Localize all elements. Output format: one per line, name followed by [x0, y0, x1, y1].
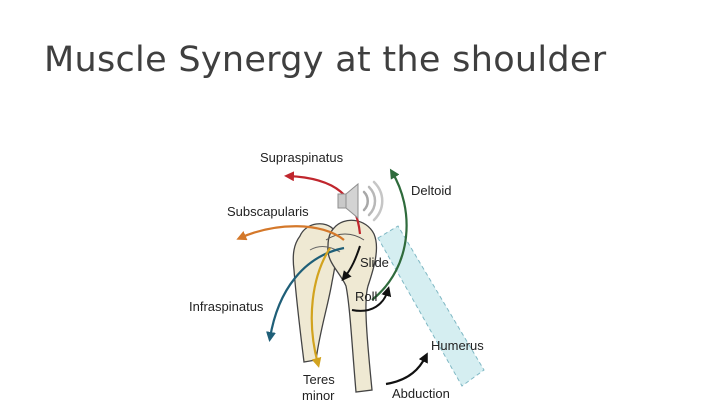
label-humerus: Humerus	[431, 338, 484, 353]
humerus-bone	[327, 219, 378, 393]
speaker-icon[interactable]	[336, 180, 386, 222]
label-deltoid: Deltoid	[411, 183, 451, 198]
label-roll: Roll	[355, 289, 378, 304]
infraspinatus-arrow	[266, 246, 345, 342]
label-supraspinatus: Supraspinatus	[260, 150, 344, 165]
teres-minor-arrow	[310, 247, 331, 368]
label-teres-line1: Teres	[303, 372, 335, 387]
supraspinatus-arrow	[284, 171, 362, 235]
slide-arrow	[341, 245, 361, 282]
label-teres-line2: minor	[302, 388, 335, 403]
acromion	[325, 233, 365, 241]
label-infraspinatus: Infraspinatus	[189, 299, 264, 314]
roll-arrow	[351, 286, 392, 312]
label-abduction: Abduction	[392, 386, 450, 401]
humerus-band	[377, 225, 485, 387]
subscapularis-arrow	[236, 225, 345, 241]
label-subscapularis: Subscapularis	[227, 204, 309, 219]
label-slide: Slide	[360, 255, 389, 270]
slide-title: Muscle Synergy at the shoulder	[44, 40, 607, 80]
abduction-arrow	[385, 352, 428, 386]
